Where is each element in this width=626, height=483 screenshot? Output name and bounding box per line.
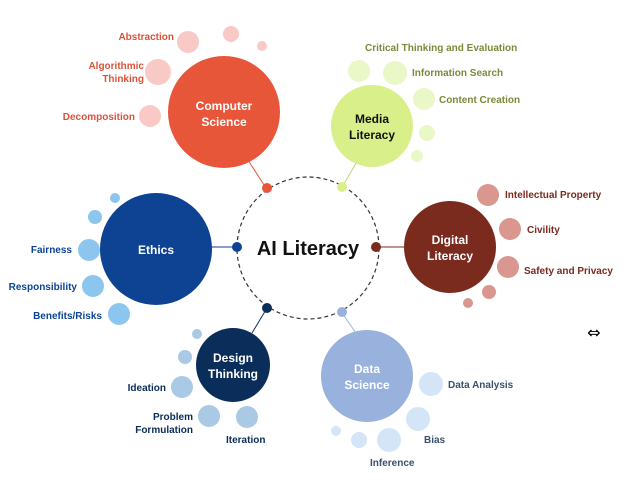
computer-science-bubble (177, 31, 199, 53)
ethics-bubble (108, 303, 130, 325)
connector-computer-science (247, 159, 267, 189)
ethics-label: Ethics (138, 243, 174, 257)
leaf-abstraction: Abstraction (118, 32, 174, 43)
digital-literacy-circle (404, 201, 496, 293)
media-literacy-bubble (411, 150, 423, 162)
digital-literacy-bubble (482, 285, 496, 299)
ethics-bubble (78, 239, 100, 261)
leaf-civility: Civility (527, 225, 560, 236)
digital-literacy-bubble (499, 218, 521, 240)
resize-horizontal-icon: ⇔ (587, 323, 600, 342)
connector-media-literacy (341, 159, 359, 188)
ethics-bubble (110, 193, 120, 203)
node-digital-literacy: Digital Literacy Intellectual Property C… (404, 184, 613, 308)
data-science-bubble (351, 432, 367, 448)
data-science-label-line1: Data (354, 362, 380, 376)
leaf-inference: Inference (370, 458, 415, 469)
data-science-bubble (419, 372, 443, 396)
digital-literacy-label-line1: Digital (432, 233, 469, 247)
media-literacy-circle (331, 85, 413, 167)
design-thinking-bubble (171, 376, 193, 398)
anchor-dot-digital-literacy (371, 242, 381, 252)
anchor-dot-media-literacy (337, 182, 347, 192)
ethics-bubble (88, 210, 102, 224)
node-data-science: Data Science Data Analysis Bias Inferenc… (321, 330, 514, 469)
design-thinking-circle (196, 328, 270, 402)
design-thinking-bubble (178, 350, 192, 364)
leaf-safety-privacy: Safety and Privacy (524, 266, 613, 277)
computer-science-label-line2: Science (201, 115, 247, 129)
data-science-bubble (331, 426, 341, 436)
design-thinking-bubble (198, 405, 220, 427)
data-science-bubble (406, 407, 430, 431)
computer-science-label-line1: Computer (196, 99, 253, 113)
data-science-bubble (377, 428, 401, 452)
ethics-circle (100, 193, 212, 305)
data-science-label-line2: Science (344, 378, 390, 392)
leaf-algorithmic-line1: Algorithmic (88, 61, 144, 72)
design-thinking-label-line2: Thinking (208, 367, 258, 381)
node-computer-science: Computer Science Abstraction Algorithmic… (63, 26, 280, 168)
media-literacy-bubble (419, 125, 435, 141)
leaf-fairness: Fairness (31, 245, 73, 256)
node-ethics: Ethics Fairness Responsibility Benefits/… (9, 193, 212, 325)
design-thinking-label-line1: Design (213, 351, 253, 365)
computer-science-bubble (257, 41, 267, 51)
design-thinking-bubble (192, 329, 202, 339)
leaf-intellectual-property: Intellectual Property (505, 190, 602, 201)
anchor-dot-design-thinking (262, 303, 272, 313)
digital-literacy-bubble (497, 256, 519, 278)
leaf-critical-thinking: Critical Thinking and Evaluation (365, 43, 517, 54)
anchor-dot-data-science (337, 307, 347, 317)
digital-literacy-bubble (463, 298, 473, 308)
media-literacy-label-line1: Media (355, 112, 389, 126)
ethics-bubble (82, 275, 104, 297)
leaf-problem-line1: Problem (153, 412, 193, 423)
media-literacy-bubble (413, 88, 435, 110)
leaf-bias: Bias (424, 435, 446, 446)
leaf-responsibility: Responsibility (9, 282, 78, 293)
leaf-iteration: Iteration (226, 435, 265, 446)
data-science-circle (321, 330, 413, 422)
digital-literacy-label-line2: Literacy (427, 249, 473, 263)
leaf-information-search: Information Search (412, 68, 503, 79)
node-design-thinking: Design Thinking Ideation Problem Formula… (128, 328, 270, 446)
computer-science-bubble (139, 105, 161, 127)
computer-science-circle (168, 56, 280, 168)
computer-science-bubble (145, 59, 171, 85)
media-literacy-bubble (348, 60, 370, 82)
anchor-dot-computer-science (262, 183, 272, 193)
media-literacy-label-line2: Literacy (349, 128, 395, 142)
anchor-dot-ethics (232, 242, 242, 252)
leaf-benefits-risks: Benefits/Risks (33, 311, 102, 322)
leaf-content-creation: Content Creation (439, 95, 520, 106)
leaf-data-analysis: Data Analysis (448, 380, 514, 391)
leaf-algorithmic-line2: Thinking (102, 74, 144, 85)
leaf-ideation: Ideation (128, 383, 166, 394)
leaf-problem-line2: Formulation (135, 425, 193, 436)
media-literacy-bubble (383, 61, 407, 85)
design-thinking-bubble (236, 406, 258, 428)
computer-science-bubble (223, 26, 239, 42)
digital-literacy-bubble (477, 184, 499, 206)
center-title: AI Literacy (257, 238, 360, 260)
leaf-decomposition: Decomposition (63, 112, 135, 123)
node-media-literacy: Media Literacy Critical Thinking and Eva… (331, 43, 520, 167)
